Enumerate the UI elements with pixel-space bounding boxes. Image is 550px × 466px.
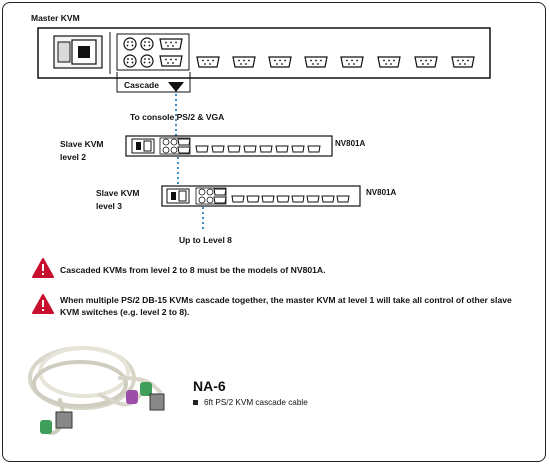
slave-level2-title: Slave KVM (60, 139, 104, 149)
keyboard-connector (126, 390, 138, 404)
model-level3: NV801A (366, 188, 397, 197)
note-2: When multiple PS/2 DB-15 KVMs cascade to… (60, 295, 512, 317)
slave-level3-level: level 3 (96, 201, 122, 211)
mouse-connector (40, 420, 52, 434)
bullet-icon (193, 400, 198, 406)
note-1: Cascaded KVMs from level 2 to 8 must be … (60, 265, 326, 275)
power-inlet-icon (53, 35, 103, 69)
product-item-text: 6ft PS/2 KVM cascade cable (204, 398, 308, 407)
model-level2: NV801A (335, 139, 366, 148)
cable-icon (28, 346, 162, 435)
master-kvm-chassis (37, 27, 491, 79)
product-title: NA-6 (193, 378, 226, 394)
master-kvm-label: Master KVM (31, 13, 80, 23)
slave-level3-title: Slave KVM (96, 188, 140, 198)
product-item: 6ft PS/2 KVM cascade cable (193, 398, 308, 407)
cascade-label: Cascade (124, 80, 159, 90)
cascade-arrow (168, 82, 184, 92)
warning-icon (32, 258, 54, 278)
figure-frame (2, 2, 546, 462)
to-console-label: To console PS/2 & VGA (130, 112, 225, 122)
up-to-level-label: Up to Level 8 (179, 235, 232, 245)
warning-icon (32, 294, 54, 314)
slave-level2-level: level 2 (60, 152, 86, 162)
